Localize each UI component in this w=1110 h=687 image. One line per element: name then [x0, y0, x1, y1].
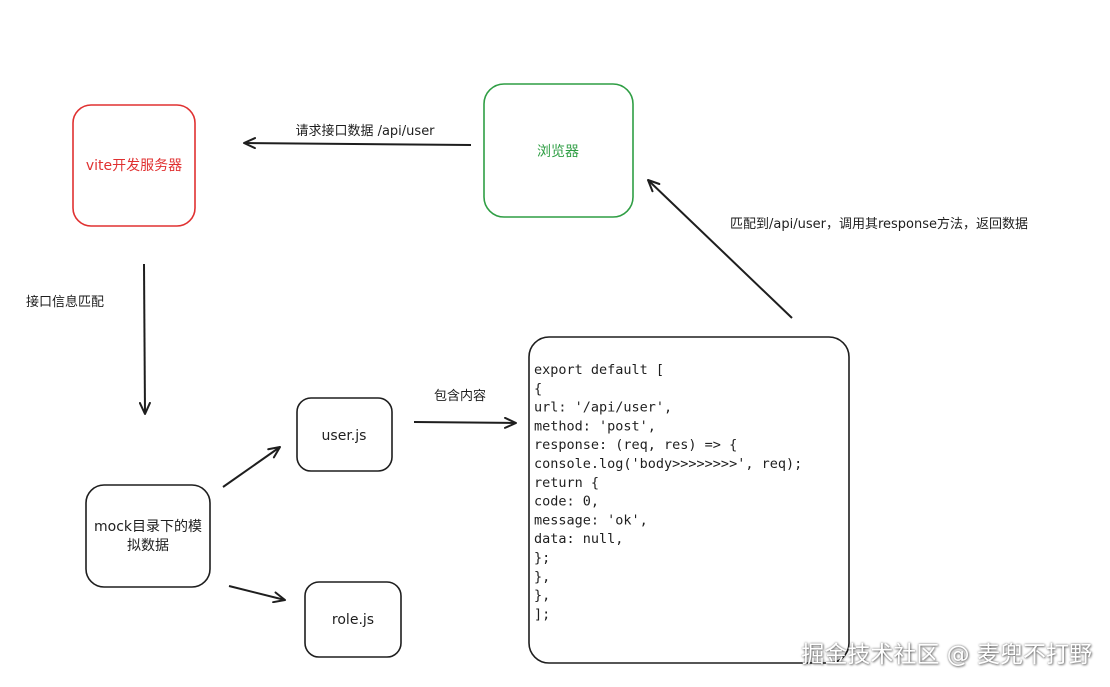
respond-edge-label: 匹配到/api/user，调用其response方法，返回数据 [730, 216, 1028, 232]
watermark: 掘金技术社区 @ 麦兜不打野 [801, 642, 1092, 668]
contains-edge-label: 包含内容 [434, 388, 486, 404]
code-line: }, [534, 569, 550, 585]
code-line: console.log('body>>>>>>>>', req); [534, 456, 802, 472]
code-block-node: export default [ { url: '/api/user', met… [528, 336, 850, 664]
contains-edge: 包含内容 [413, 388, 517, 429]
browser-label: 浏览器 [537, 144, 579, 160]
mock-dir-label-line-2: 拟数据 [127, 538, 169, 554]
code-line: { [534, 381, 542, 397]
code-line: url: '/api/user', [534, 400, 672, 416]
match-edge-label: 接口信息匹配 [26, 294, 104, 310]
vite-server-label: vite开发服务器 [86, 158, 182, 174]
code-line: method: 'post', [534, 418, 656, 434]
role-js-node: role.js [304, 581, 402, 658]
code-block-lines: export default [ { url: '/api/user', met… [534, 362, 802, 622]
request-edge-label: 请求接口数据 /api/user [295, 123, 435, 139]
mock-to-user-js-arrow [222, 446, 281, 488]
user-js-label: user.js [322, 428, 367, 444]
code-line: message: 'ok', [534, 512, 648, 528]
user-js-node: user.js [296, 397, 393, 472]
mock-to-role-js-arrow [228, 585, 286, 604]
code-line: response: (req, res) => { [534, 437, 737, 453]
code-line: ]; [534, 606, 550, 622]
code-line: }; [534, 550, 550, 566]
code-line: data: null, [534, 531, 623, 547]
mock-dir-label-line-1: mock目录下的模 [94, 519, 202, 535]
code-line: return { [534, 475, 599, 491]
code-line: code: 0, [534, 494, 599, 510]
code-line: export default [ [534, 362, 664, 378]
mock-dir-node: mock目录下的模 拟数据 [85, 484, 211, 588]
browser-node: 浏览器 [483, 83, 634, 218]
code-line: }, [534, 588, 550, 604]
match-edge: 接口信息匹配 [26, 263, 151, 415]
respond-edge: 匹配到/api/user，调用其response方法，返回数据 [647, 179, 1028, 319]
vite-server-node: vite开发服务器 [72, 104, 196, 227]
role-js-label: role.js [332, 612, 374, 628]
request-edge: 请求接口数据 /api/user [243, 123, 472, 150]
